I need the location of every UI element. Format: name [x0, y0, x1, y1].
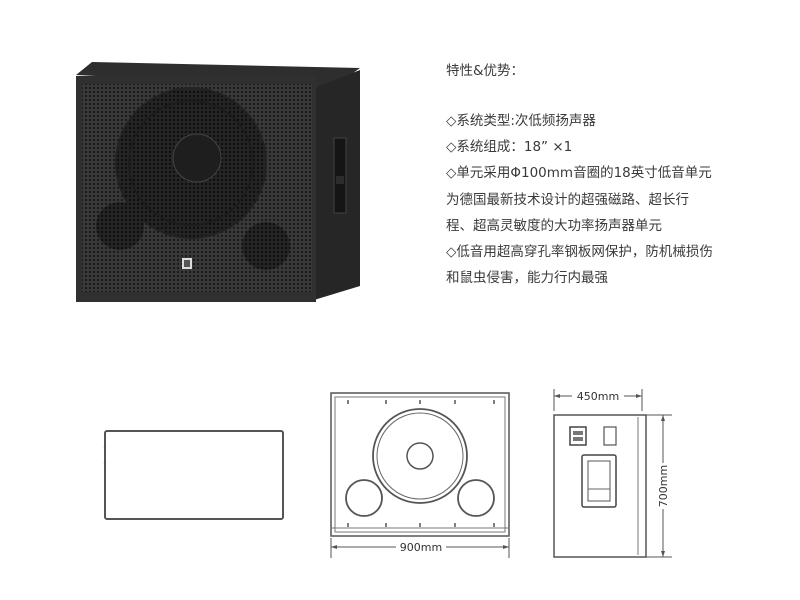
top-view-drawing: [100, 428, 290, 528]
side-view-drawing: 450mm 700mm: [548, 385, 678, 560]
feature-line: ◇系统类型:次低频扬声器: [446, 113, 596, 129]
depth-dimension-label: 450mm: [577, 390, 619, 403]
feature-line: ◇系统组成：18” ×1: [446, 139, 573, 156]
feature-line: 为德国最新技术设计的超强磁路、超长行: [446, 191, 689, 208]
width-dimension-label: 900mm: [400, 541, 442, 554]
feature-line: 程、超高灵敏度的大功率扬声器单元: [446, 217, 662, 234]
height-dimension-label: 700mm: [657, 465, 670, 507]
front-view-drawing: 900mm: [322, 390, 522, 560]
features-section: 特性&优势： ◇系统类型:次低频扬声器 ◇系统组成：18” ×1 ◇单元采用Φ1…: [446, 58, 776, 291]
product-photo: [72, 58, 362, 308]
feature-line: ◇单元采用Φ100mm音圈的18英寸低音单元: [446, 165, 712, 182]
feature-line: ◇低音用超高穿孔率钢板网保护，防机械损伤: [446, 244, 713, 261]
features-heading: 特性&优势：: [446, 63, 525, 79]
feature-line: 和鼠虫侵害，能力行内最强: [446, 270, 608, 287]
